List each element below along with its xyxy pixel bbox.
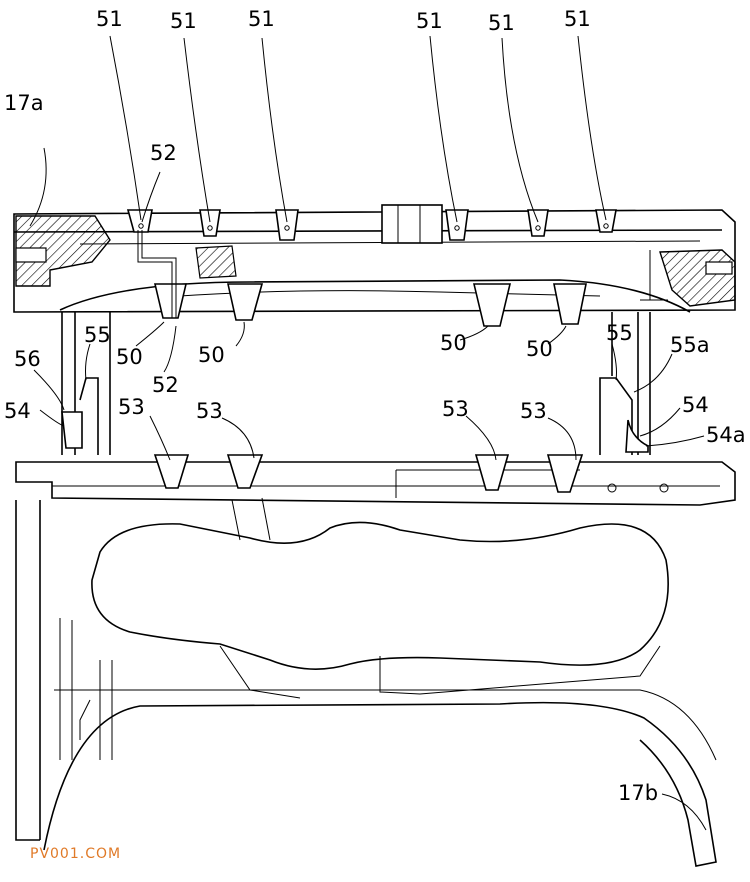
label-50-first: 50 bbox=[116, 345, 143, 369]
lower-mold-half bbox=[15, 454, 736, 867]
label-17a: 17a bbox=[4, 91, 44, 115]
label-53-third: 53 bbox=[442, 397, 469, 421]
reference-labels: 51 51 51 51 51 51 17a 52 50 50 50 50 52 … bbox=[4, 7, 746, 805]
label-51-fifth: 51 bbox=[488, 11, 515, 35]
label-52-bottom: 52 bbox=[152, 373, 179, 397]
label-55a: 55a bbox=[670, 333, 710, 357]
watermark: PV001.COM bbox=[30, 846, 122, 862]
label-53-second: 53 bbox=[196, 399, 223, 423]
label-54-right: 54 bbox=[682, 393, 709, 417]
label-55-right: 55 bbox=[606, 321, 633, 345]
label-51-first: 51 bbox=[96, 7, 123, 31]
label-56: 56 bbox=[14, 347, 41, 371]
label-55-left: 55 bbox=[84, 323, 111, 347]
leader-lines bbox=[29, 35, 707, 831]
label-50-fourth: 50 bbox=[526, 337, 553, 361]
label-54a: 54a bbox=[706, 423, 746, 447]
upper-mold-half bbox=[13, 204, 736, 327]
label-51-sixth: 51 bbox=[564, 7, 591, 31]
label-53-first: 53 bbox=[118, 395, 145, 419]
label-52-top: 52 bbox=[150, 141, 177, 165]
guide-posts bbox=[61, 312, 651, 455]
label-51-third: 51 bbox=[248, 7, 275, 31]
label-17b: 17b bbox=[618, 781, 658, 805]
label-50-second: 50 bbox=[198, 343, 225, 367]
label-51-fourth: 51 bbox=[416, 9, 443, 33]
label-54-left: 54 bbox=[4, 399, 31, 423]
label-50-third: 50 bbox=[440, 331, 467, 355]
label-53-fourth: 53 bbox=[520, 399, 547, 423]
label-51-second: 51 bbox=[170, 9, 197, 33]
